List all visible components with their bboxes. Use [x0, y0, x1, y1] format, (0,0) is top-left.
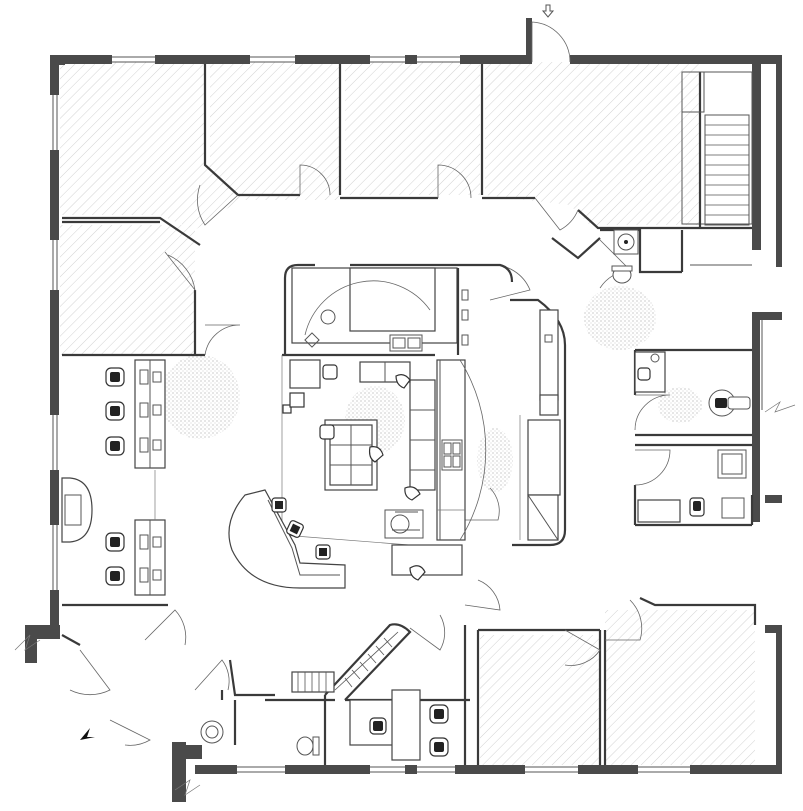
stipple-exam	[658, 387, 702, 423]
door-south-office-3	[605, 599, 643, 641]
core-north-wall	[283, 263, 315, 355]
stair-northeast	[681, 71, 750, 226]
door-office-2	[299, 164, 331, 196]
annotations	[14, 4, 796, 796]
break-mark-east	[764, 400, 796, 413]
door-exam-2	[634, 449, 671, 486]
door-south-office-1	[464, 579, 501, 611]
office-room-north-3	[345, 62, 480, 195]
door-south-stair	[409, 614, 446, 651]
door-lobby-1	[144, 609, 187, 646]
door-lobby-3	[109, 719, 151, 746]
door-kitchen	[465, 487, 500, 521]
west-workstations	[61, 359, 166, 596]
reception-desk	[228, 489, 463, 589]
door-lobby-2	[69, 649, 111, 696]
wheelchair-icon	[384, 509, 424, 539]
door-south-office-2	[564, 629, 601, 666]
restroom-south	[200, 720, 320, 756]
office-room-northwest	[60, 62, 240, 230]
break-mark-southwest	[174, 779, 201, 796]
office-room-north-2	[210, 62, 340, 200]
central-core	[281, 263, 567, 547]
north-entry-arrow-icon	[541, 4, 555, 18]
south-office-furniture	[349, 689, 449, 761]
restroom-north	[611, 229, 639, 284]
hatched-rooms	[60, 62, 755, 765]
upper-counter	[349, 267, 436, 332]
stippled-areas	[160, 286, 702, 492]
lower-cabinets	[409, 379, 436, 491]
office-room-south-2	[605, 610, 755, 765]
door-lounge	[489, 264, 531, 301]
door-nw-office	[197, 184, 239, 226]
office-room-south-1	[480, 635, 600, 765]
office-room-west	[60, 225, 195, 355]
office-room-northeast	[485, 62, 700, 225]
door-north-entry	[531, 21, 571, 63]
door-office-4	[534, 197, 579, 231]
exterior-walls	[25, 18, 782, 802]
southwest-entry-arrow-icon	[80, 728, 95, 740]
break-mark-west	[14, 634, 41, 651]
exam-rooms	[634, 351, 751, 523]
toilet-icon-south	[296, 736, 314, 756]
door-office-3	[437, 164, 472, 199]
core-desk	[289, 359, 321, 389]
exam-chair-icon	[708, 389, 751, 417]
stairs	[291, 71, 750, 701]
interior-walls	[61, 64, 757, 765]
stair-south	[291, 623, 412, 701]
workstation-chairs	[105, 367, 125, 586]
door-exam-1	[634, 394, 671, 431]
stipple-east	[584, 286, 656, 350]
stipple-west	[160, 355, 240, 439]
door-west-room	[204, 324, 241, 356]
restrooms	[200, 229, 639, 756]
door-southwest	[194, 659, 230, 691]
door-west-office	[164, 251, 196, 292]
